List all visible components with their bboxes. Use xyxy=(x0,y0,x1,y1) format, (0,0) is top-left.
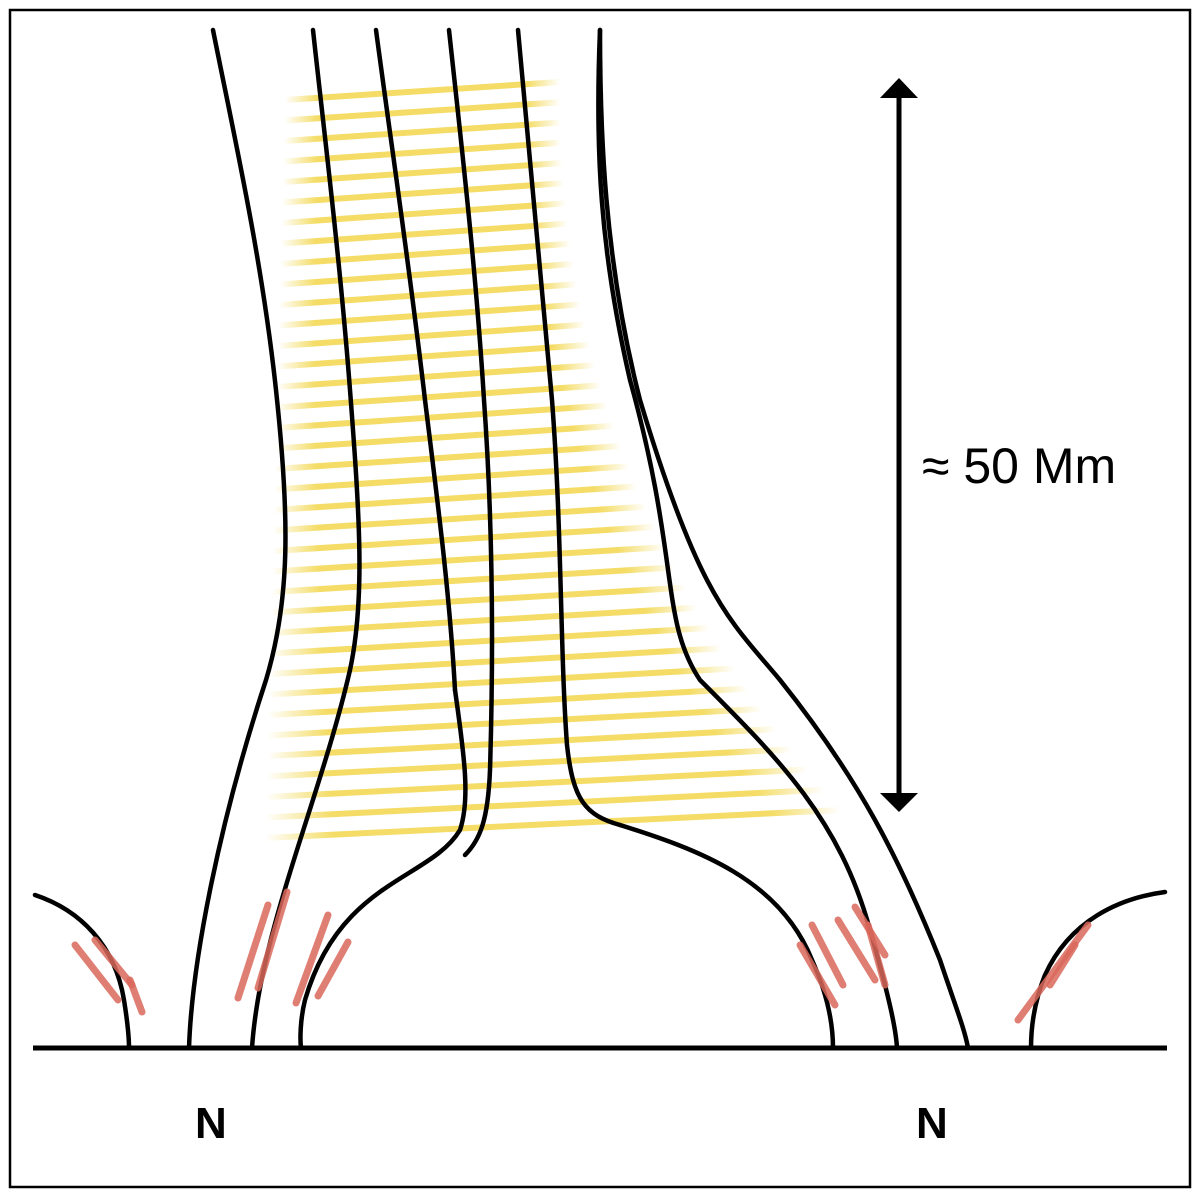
heating-stripe xyxy=(267,604,700,636)
heating-stripe xyxy=(277,240,574,267)
heating-stripe xyxy=(275,321,588,349)
twist-mark xyxy=(234,901,272,1002)
twist-mark xyxy=(71,941,122,1004)
heating-stripe xyxy=(277,261,577,288)
heating-stripe xyxy=(262,807,843,841)
twist-mark xyxy=(808,921,847,989)
heating-stripe xyxy=(276,281,580,308)
heating-stripe xyxy=(274,341,593,370)
open-field-line-right-outer xyxy=(597,27,971,1051)
open-field-line-left-inner xyxy=(249,27,362,1051)
figure-frame xyxy=(8,8,1192,1189)
heating-stripe xyxy=(270,483,640,513)
heating-stripe xyxy=(268,584,689,616)
heating-stripe xyxy=(281,99,564,124)
heating-stripe xyxy=(268,564,678,595)
heating-stripe xyxy=(273,382,604,411)
heating-stripe xyxy=(272,443,624,472)
pole-label-left: N xyxy=(195,1099,227,1148)
twist-mark xyxy=(1046,941,1079,989)
twist-mark xyxy=(314,938,352,1000)
heating-stripe xyxy=(262,786,827,821)
small-loop-left xyxy=(32,892,132,1051)
heating-stripe xyxy=(275,301,584,329)
open-field-line-2 xyxy=(446,27,495,858)
twist-mark xyxy=(834,916,879,984)
open-field-line-1 xyxy=(373,27,458,693)
heating-stripe xyxy=(269,544,668,575)
twist-mark xyxy=(796,941,839,1009)
heating-stripe xyxy=(278,220,571,247)
magnetic-field-lines xyxy=(32,27,1168,1051)
twist-mark xyxy=(91,936,136,989)
scale-label: ≈ 50 Mm xyxy=(922,438,1116,494)
open-field-line-3 xyxy=(515,27,623,828)
heating-stripe xyxy=(267,625,712,657)
heating-stripe xyxy=(264,726,780,759)
heating-stripe xyxy=(270,503,649,534)
heating-stripe xyxy=(269,523,658,554)
heating-stripe xyxy=(264,705,765,739)
heating-stripe xyxy=(280,139,565,165)
closed-field-line-left-branch xyxy=(298,687,468,1051)
twist-mark xyxy=(126,976,146,1016)
twist-mark xyxy=(254,888,291,992)
heating-stripe xyxy=(265,685,751,718)
heating-stripe xyxy=(272,422,617,452)
closed-field-line-right-branch xyxy=(617,822,836,1051)
heated-plasma-stripes xyxy=(262,79,843,841)
twist-mark xyxy=(1014,921,1092,1024)
pole-label-right: N xyxy=(916,1099,948,1148)
heating-stripe xyxy=(282,79,563,103)
twist-mark xyxy=(864,921,889,989)
twist-mark xyxy=(292,911,332,1007)
open-field-line-left-outer xyxy=(186,27,288,1051)
heating-stripe xyxy=(279,180,567,206)
scale-arrow xyxy=(880,78,918,812)
reconnection-marks xyxy=(71,888,1092,1024)
small-loop-right xyxy=(1028,889,1168,1051)
heating-stripe xyxy=(263,746,795,780)
heating-stripe xyxy=(274,362,599,390)
heating-stripe xyxy=(266,645,725,677)
arrow-down-icon xyxy=(880,793,918,812)
heating-stripe xyxy=(280,119,564,144)
arrow-up-icon xyxy=(880,78,918,98)
heating-stripe xyxy=(278,200,569,226)
heating-stripe xyxy=(271,463,632,493)
heating-stripe xyxy=(263,766,810,800)
